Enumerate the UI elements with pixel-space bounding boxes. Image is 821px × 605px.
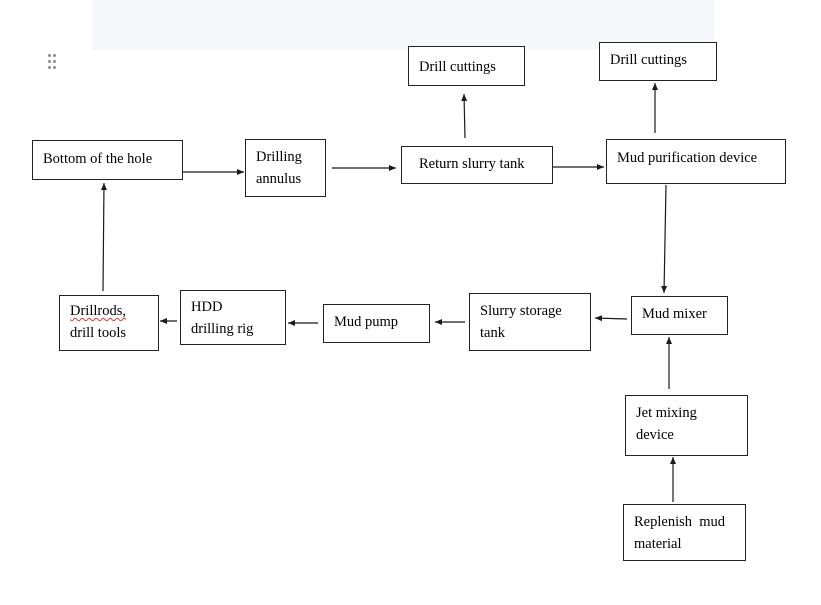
node-label-line-2: tank bbox=[480, 325, 505, 341]
arrow-purification-to-mixer bbox=[661, 184, 668, 294]
node-label-line-1: Drilling bbox=[256, 149, 302, 165]
top-toolbar-band bbox=[92, 0, 714, 50]
arrow-mixer-to-storage bbox=[594, 315, 628, 322]
node-label-line-1: Drillrods, bbox=[70, 303, 126, 319]
node-label-line-1: Replenish mud bbox=[634, 514, 726, 530]
node-label-line-1: Jet mixing bbox=[636, 405, 697, 421]
node-label: Mud purification device bbox=[617, 150, 758, 166]
node-label-line-2: drill tools bbox=[70, 325, 126, 341]
node-label: Drill cuttings bbox=[419, 59, 496, 75]
node-mud-pump: Mud pump bbox=[323, 304, 430, 343]
arrow-drillrods-to-bottom bbox=[100, 182, 107, 292]
node-label: Mud pump bbox=[334, 314, 399, 330]
node-jet-mixing-device: Jet mixing device bbox=[625, 395, 748, 456]
node-label-line-1: HDD bbox=[191, 299, 223, 315]
node-label-line-2: device bbox=[636, 427, 674, 443]
node-replenish-mud-material: Replenish mud material bbox=[623, 504, 746, 561]
node-label-line-1: Slurry storage bbox=[480, 303, 562, 319]
node-return-slurry-tank: Return slurry tank bbox=[401, 146, 553, 184]
node-mud-mixer: Mud mixer bbox=[631, 296, 728, 335]
node-hdd-drilling-rig: HDD drilling rig bbox=[180, 290, 286, 345]
node-slurry-storage-tank: Slurry storage tank bbox=[469, 293, 591, 351]
node-label: Drill cuttings bbox=[610, 52, 687, 68]
node-label: Return slurry tank bbox=[419, 156, 525, 172]
node-label-line-2: material bbox=[634, 536, 682, 552]
drag-handle-icon[interactable] bbox=[47, 53, 59, 71]
node-drill-cuttings-2: Drill cuttings bbox=[599, 42, 717, 81]
node-label: Mud mixer bbox=[642, 306, 707, 322]
node-label-line-2: drilling rig bbox=[191, 321, 254, 337]
node-label: Bottom of the hole bbox=[43, 151, 153, 167]
node-label-line-2: annulus bbox=[256, 171, 302, 187]
node-bottom-of-hole: Bottom of the hole bbox=[32, 140, 183, 180]
node-mud-purification-device: Mud purification device bbox=[606, 139, 786, 184]
node-drill-cuttings-1: Drill cuttings bbox=[408, 46, 525, 86]
arrow-return-tank-to-cuttings bbox=[461, 93, 468, 139]
node-drilling-annulus: Drilling annulus bbox=[245, 139, 326, 197]
node-drillrods-drill-tools: Drillrods, drill tools bbox=[59, 295, 159, 351]
